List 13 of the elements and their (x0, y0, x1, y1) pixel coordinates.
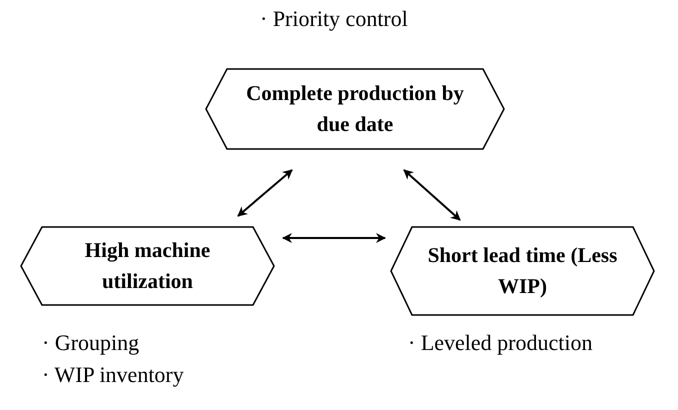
double-arrow (282, 233, 386, 243)
hexagon-node (20, 226, 275, 306)
bullet-note: · WIP inventory (42, 362, 184, 388)
hexagon-node (390, 226, 655, 316)
node-label: High machine utilization (84, 236, 212, 295)
node-label: Complete production by due date (245, 80, 465, 138)
node-label: Short lead time (Less WIP) (426, 242, 618, 300)
double-arrow (237, 169, 293, 217)
bullet-note: · Grouping (42, 330, 140, 356)
bullet-note: · Leveled production (408, 330, 592, 356)
double-arrow (403, 169, 461, 221)
hexagon-node (205, 68, 505, 150)
bullet-note: · Priority control (260, 6, 408, 32)
